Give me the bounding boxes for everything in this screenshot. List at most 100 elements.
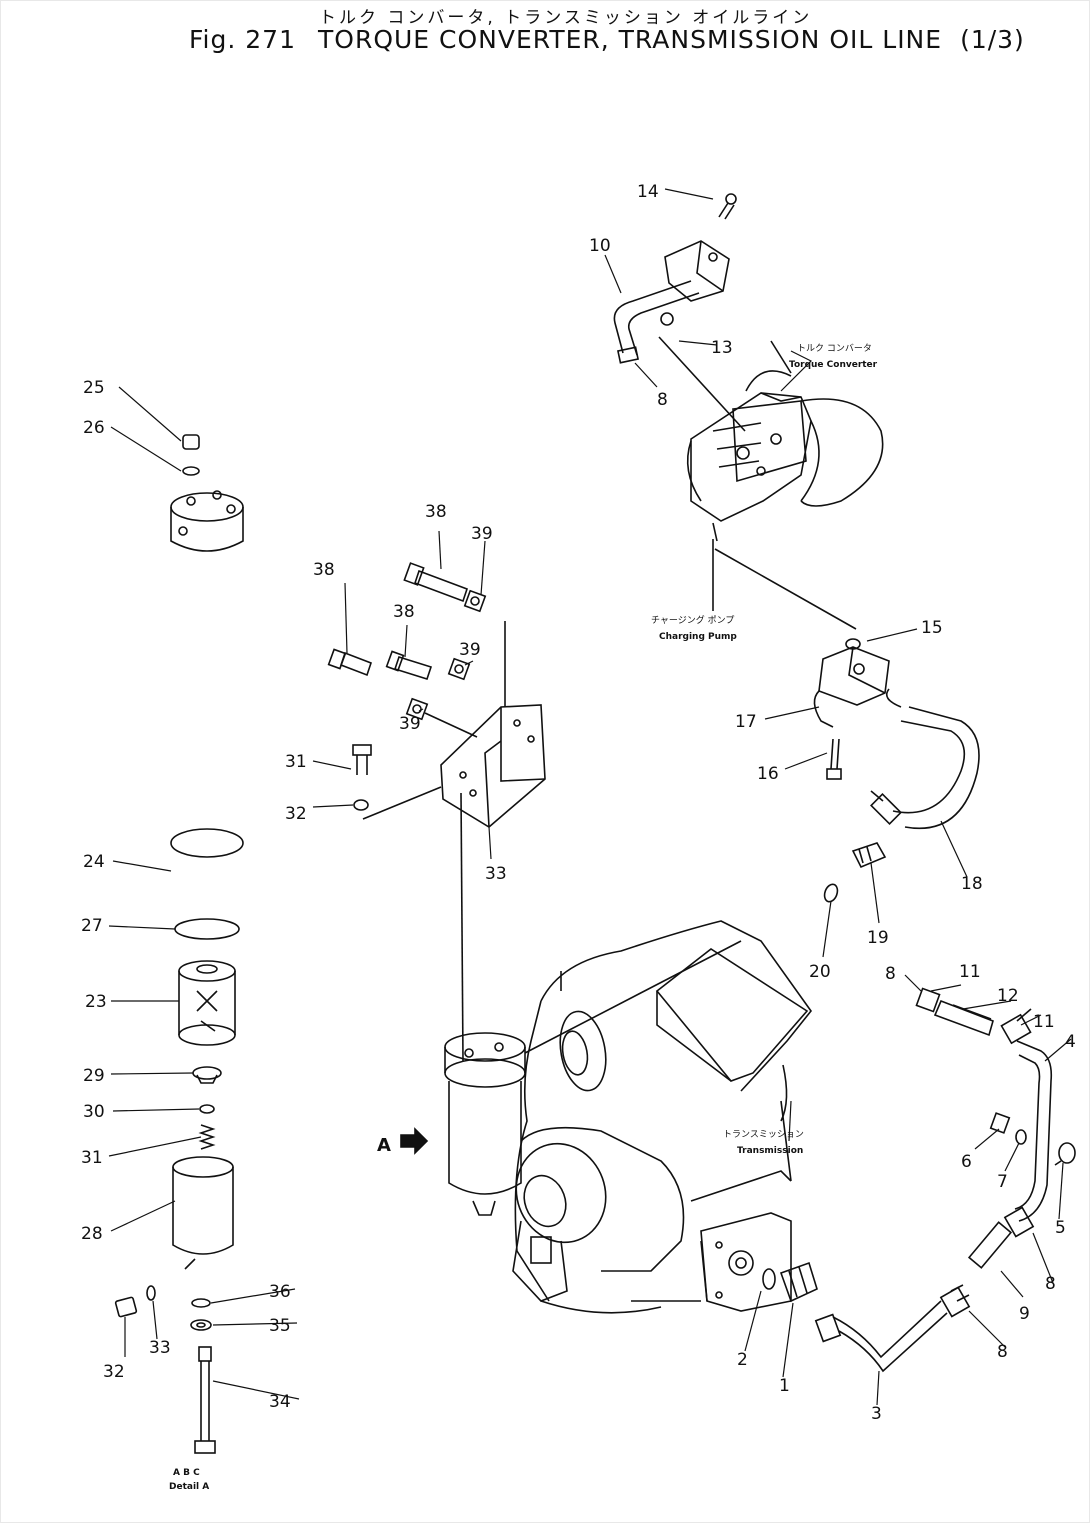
callout-23: 25: [83, 378, 105, 398]
part-7-washer: [1015, 1129, 1027, 1145]
part-32-bolt: [194, 1346, 216, 1454]
view-a-marker: A: [377, 1135, 391, 1156]
figure-title-text: TORQUE CONVERTER, TRANSMISSION OIL LINE: [318, 25, 943, 54]
callout-3: 3: [871, 1404, 882, 1424]
part-23-plug: [182, 434, 200, 450]
part-14-bolt: [718, 193, 737, 220]
callout-32: 34: [269, 1392, 291, 1412]
part-22-filter-head: [170, 490, 244, 858]
part-6-nut: [989, 1112, 1011, 1134]
part-33-washer: [190, 1319, 212, 1331]
part-5-clamp: [1054, 1142, 1076, 1166]
callout-17: 17: [735, 712, 757, 732]
callout-14: 14: [637, 182, 659, 202]
figure-number: Fig. 271: [189, 25, 296, 54]
transmission-label-en: Transmission: [737, 1146, 803, 1156]
part-11-connector-left: [915, 987, 941, 1013]
torque-converter-housing: [686, 340, 884, 542]
part-10-oil-pipe: [613, 240, 730, 364]
callout-29: 31: [81, 1148, 103, 1168]
part-38-bolt-c: [327, 648, 373, 677]
part-38-bolt-b: [385, 650, 433, 680]
callout-36: 32: [285, 804, 307, 824]
callout-6: 6: [961, 1152, 972, 1172]
callout-27: 29: [83, 1066, 105, 1086]
part-2-o-ring: [762, 1268, 776, 1290]
view-a-arrow: [400, 1127, 429, 1155]
callout-7: 7: [997, 1172, 1008, 1192]
part-8-connector-lower: [939, 1284, 971, 1318]
part-20-o-ring: [823, 883, 839, 903]
part-37-bracket: [440, 621, 546, 1062]
part-31-o-ring: [146, 1285, 156, 1301]
part-11-connector-right: [1000, 1008, 1032, 1045]
callout-38-c: 38: [313, 560, 335, 580]
charging-pump-label-jp: チャージング ポンプ: [651, 614, 734, 626]
part-35-bolt: [352, 744, 372, 775]
callout-12: 12: [997, 986, 1019, 1006]
part-24-o-ring: [182, 466, 200, 476]
part-1-connector: [779, 1261, 818, 1303]
torque-converter-label-en: Torque Converter: [789, 360, 878, 370]
part-13-o-ring: [658, 312, 746, 432]
callout-34: 36: [269, 1282, 291, 1302]
part-28-washer: [199, 1104, 215, 1114]
part-39-nut-a: [463, 589, 487, 613]
part-36-washer: [353, 786, 442, 820]
part-12-hose: [933, 999, 994, 1037]
callout-30: 32: [103, 1362, 125, 1382]
callout-8-left: 8: [885, 964, 896, 984]
part-39-nut-b: [447, 657, 471, 681]
callout-20: 20: [809, 962, 831, 982]
detail-codes: A B C: [173, 1468, 200, 1478]
callout-25: 27: [81, 916, 103, 936]
transmission-housing: [512, 920, 813, 1314]
detail-a-label: Detail A: [169, 1482, 209, 1492]
part-3-tube: [814, 1300, 948, 1373]
figure-title: Fig. 271 TORQUE CONVERTER, TRANSMISSION O…: [189, 25, 1025, 54]
callout-24: 26: [83, 418, 105, 438]
charging-pump-leader: [712, 539, 857, 630]
part-34-o-ring: [191, 1298, 211, 1308]
callout-4: 4: [1065, 1032, 1076, 1052]
callout-35: 31: [285, 752, 307, 772]
callout-38-b: 38: [393, 602, 415, 622]
part-15-o-ring: [845, 638, 861, 650]
callout-leaders: [108, 188, 1072, 1406]
part-19-connector: [851, 842, 887, 869]
part-30-plug: [114, 1296, 138, 1318]
callout-39-a: 39: [471, 524, 493, 544]
part-4-tube: [1014, 1040, 1053, 1222]
mounted-filter: [444, 940, 742, 1216]
callout-8-lower: 8: [997, 1342, 1008, 1362]
part-21-element: [178, 960, 236, 1046]
callout-10: 10: [589, 236, 611, 256]
callout-39-b: 39: [459, 640, 481, 660]
callout-11-left: 11: [959, 962, 981, 982]
callout-28: 30: [83, 1102, 105, 1122]
title-japanese: トルク コンバータ, トランスミッション オイルライン: [319, 8, 813, 28]
sheet-indicator: (1/3): [960, 25, 1025, 54]
callout-39-c: 39: [399, 714, 421, 734]
callout-5: 5: [1055, 1218, 1066, 1238]
part-16-bolt: [826, 738, 842, 780]
torque-converter-label-jp: トルク コンバータ: [797, 343, 872, 354]
callout-13: 13: [711, 338, 733, 358]
callout-11-right: 11: [1033, 1012, 1055, 1032]
callout-33: 35: [269, 1316, 291, 1336]
callout-16: 16: [757, 764, 779, 784]
callout-8-top: 8: [657, 390, 668, 410]
callout-38-a: 38: [425, 502, 447, 522]
part-18-hose: [870, 688, 980, 830]
callout-2: 2: [737, 1350, 748, 1370]
part-38-bolt-a: [403, 562, 469, 603]
callout-19: 19: [867, 928, 889, 948]
callout-26: 28: [81, 1224, 103, 1244]
part-27-valve: [192, 1066, 222, 1084]
callout-1: 1: [779, 1376, 790, 1396]
part-25-o-ring: [174, 918, 240, 940]
part-8-connector-upper: [1003, 1206, 1035, 1238]
callout-9: 9: [1019, 1304, 1030, 1324]
